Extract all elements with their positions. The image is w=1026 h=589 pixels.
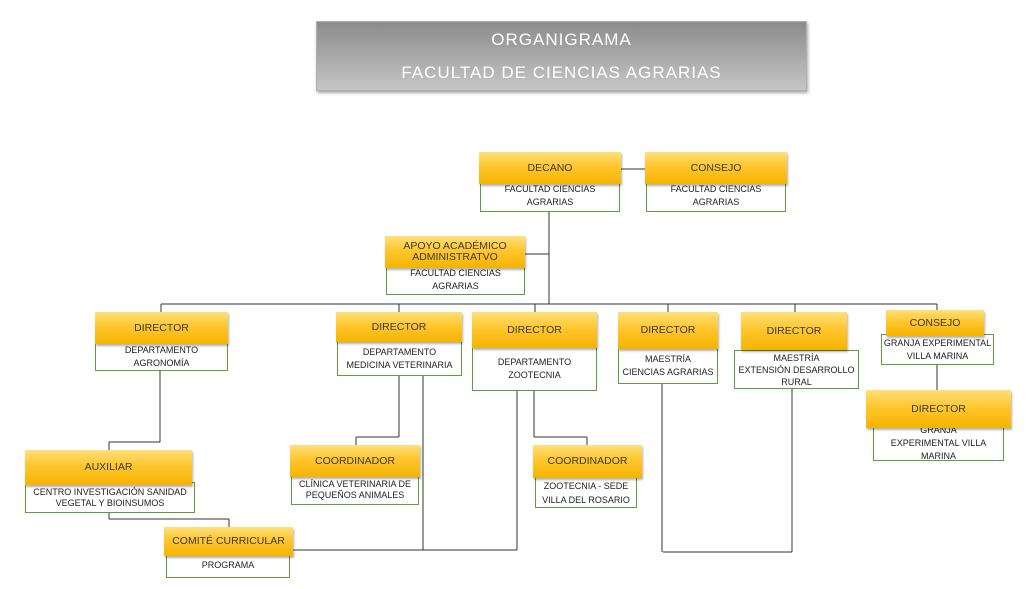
- node-director-granja: GRANJA EXPERIMENTAL VILLA MARINA DIRECTO…: [866, 390, 1011, 461]
- node-director-medicina-body-line2: MEDICINA VETERINARIA: [346, 359, 453, 370]
- node-coordinador-zootecnia: ZOOTECNIA - SEDE VILLA DEL ROSARIO COORD…: [533, 445, 642, 508]
- node-consejo-granja-body-line2: VILLA MARINA: [906, 350, 969, 361]
- node-director-granja-body: GRANJA EXPERIMENTAL VILLA MARINA: [873, 425, 1004, 461]
- node-director-extension-body: MAESTRÍA EXTENSIÓN DESARROLLO RURAL: [734, 350, 859, 389]
- node-coordinador-zootecnia-body-line1: ZOOTECNIA - SEDE: [543, 480, 629, 491]
- node-director-maestria: MAESTRÍA CIENCIAS AGRARIAS DIRECTOR: [618, 312, 718, 384]
- node-consejo-granja: GRANJA EXPERIMENTAL VILLA MARINA CONSEJO: [881, 310, 994, 365]
- node-apoyo-body-text: FACULTAD CIENCIAS AGRARIAS: [410, 267, 501, 291]
- node-coordinador-zootecnia-body-line2: VILLA DEL ROSARIO: [542, 494, 630, 505]
- node-director-maestria-body-line1: MAESTRÍA: [644, 354, 691, 364]
- node-director-agronomia-body: DEPARTAMENTO AGRONOMÍA: [95, 342, 228, 371]
- node-director-zootecnia-body-line2: ZOOTECNIA: [508, 369, 561, 380]
- node-director-maestria-body-line2: CIENCIAS AGRARIAS: [622, 367, 714, 377]
- node-director-granja-body-line2: EXPERIMENTAL VILLA MARINA: [890, 437, 987, 461]
- node-comite-curricular-body: PROGRAMA: [166, 553, 290, 578]
- node-director-maestria-body: MAESTRÍA CIENCIAS AGRARIAS: [618, 348, 718, 384]
- node-director-granja-header: DIRECTOR: [866, 390, 1011, 428]
- node-coordinador-clinica-body-line1: CLÍNICA VETERINARIA DE: [298, 479, 412, 489]
- node-director-zootecnia: DEPARTAMENTO ZOOTECNIA DIRECTOR: [472, 312, 597, 391]
- node-consejo-granja-body-line1: GRANJA EXPERIMENTAL: [883, 337, 992, 348]
- node-director-extension-body-line3: RURAL: [781, 376, 812, 387]
- node-consejo-granja-body: GRANJA EXPERIMENTAL VILLA MARINA: [881, 334, 994, 365]
- node-director-medicina-header: DIRECTOR: [336, 312, 462, 342]
- node-auxiliar-header: AUXILIAR: [25, 450, 192, 485]
- node-decano: FACULTAD CIENCIAS AGRARIAS DECANO: [479, 152, 621, 212]
- node-director-medicina: DEPARTAMENTO MEDICINA VETERINARIA DIRECT…: [336, 312, 462, 376]
- node-director-extension-header: DIRECTOR: [741, 312, 847, 350]
- node-director-agronomia-body-text: DEPARTAMENTO AGRONOMÍA: [124, 344, 199, 368]
- node-decano-body-text: FACULTAD CIENCIAS AGRARIAS: [504, 184, 596, 207]
- node-director-maestria-header: DIRECTOR: [618, 312, 718, 349]
- title-line-2: FACULTAD DE CIENCIAS AGRARIAS: [401, 63, 722, 82]
- node-coordinador-clinica-body-line2: PEQUEÑOS ANIMALES: [305, 490, 405, 500]
- node-comite-curricular-header: COMITÉ CURRICULAR: [164, 527, 293, 556]
- node-apoyo-header-line1: APOYO ACADÉMICO: [403, 240, 507, 252]
- node-apoyo-header-line2: ADMINISTRATVO: [412, 251, 498, 263]
- node-apoyo-body: FACULTAD CIENCIAS AGRARIAS: [386, 264, 525, 295]
- node-auxiliar-body-line1: CENTRO INVESTIGACIÓN SANIDAD: [33, 486, 187, 497]
- node-coordinador-zootecnia-header: COORDINADOR: [533, 445, 642, 478]
- node-director-medicina-body: DEPARTAMENTO MEDICINA VETERINARIA: [337, 341, 462, 376]
- node-coordinador-clinica-body: CLÍNICA VETERINARIA DE PEQUEÑOS ANIMALES: [291, 475, 419, 505]
- node-coordinador-zootecnia-body: ZOOTECNIA - SEDE VILLA DEL ROSARIO: [535, 477, 637, 508]
- node-consejo-granja-header: CONSEJO: [886, 310, 984, 336]
- node-comite-curricular: PROGRAMA COMITÉ CURRICULAR: [164, 527, 293, 578]
- node-auxiliar-body: CENTRO INVESTIGACIÓN SANIDAD VEGETAL Y B…: [25, 482, 195, 513]
- node-director-extension-body-line2: EXTENSIÓN DESARROLLO: [738, 364, 855, 375]
- node-apoyo: FACULTAD CIENCIAS AGRARIAS APOYO ACADÉMI…: [385, 236, 525, 295]
- title-banner: ORGANIGRAMA FACULTAD DE CIENCIAS AGRARIA…: [316, 21, 807, 91]
- node-consejo-body: FACULTAD CIENCIAS AGRARIAS: [646, 180, 786, 212]
- node-apoyo-header: APOYO ACADÉMICO ADMINISTRATVO: [385, 236, 525, 268]
- node-consejo-body-text: FACULTAD CIENCIAS AGRARIAS: [670, 184, 762, 207]
- node-director-granja-body-line1: GRANJA: [920, 424, 957, 435]
- node-director-agronomia-header: DIRECTOR: [95, 312, 228, 344]
- node-auxiliar-body-line2: VEGETAL Y BIOINSUMOS: [55, 497, 165, 508]
- node-decano-header: DECANO: [479, 152, 621, 184]
- node-director-medicina-body-line1: DEPARTAMENTO: [362, 346, 437, 357]
- node-consejo: FACULTAD CIENCIAS AGRARIAS CONSEJO: [645, 152, 787, 212]
- node-auxiliar: CENTRO INVESTIGACIÓN SANIDAD VEGETAL Y B…: [25, 450, 195, 513]
- node-director-extension-body-line1: MAESTRÍA: [773, 352, 820, 363]
- node-decano-body: FACULTAD CIENCIAS AGRARIAS: [480, 180, 620, 212]
- node-comite-curricular-body-text: PROGRAMA: [201, 560, 255, 570]
- title-line-1: ORGANIGRAMA: [491, 30, 632, 49]
- node-coordinador-clinica-header: COORDINADOR: [290, 445, 420, 477]
- node-director-agronomia: DEPARTAMENTO AGRONOMÍA DIRECTOR: [95, 312, 228, 371]
- node-coordinador-clinica: CLÍNICA VETERINARIA DE PEQUEÑOS ANIMALES…: [290, 445, 420, 505]
- node-director-zootecnia-body-line1: DEPARTAMENTO: [497, 356, 572, 367]
- node-director-zootecnia-header: DIRECTOR: [472, 312, 597, 348]
- node-director-extension: MAESTRÍA EXTENSIÓN DESARROLLO RURAL DIRE…: [733, 312, 859, 389]
- node-consejo-header: CONSEJO: [645, 152, 787, 184]
- node-director-zootecnia-body: DEPARTAMENTO ZOOTECNIA: [472, 346, 597, 391]
